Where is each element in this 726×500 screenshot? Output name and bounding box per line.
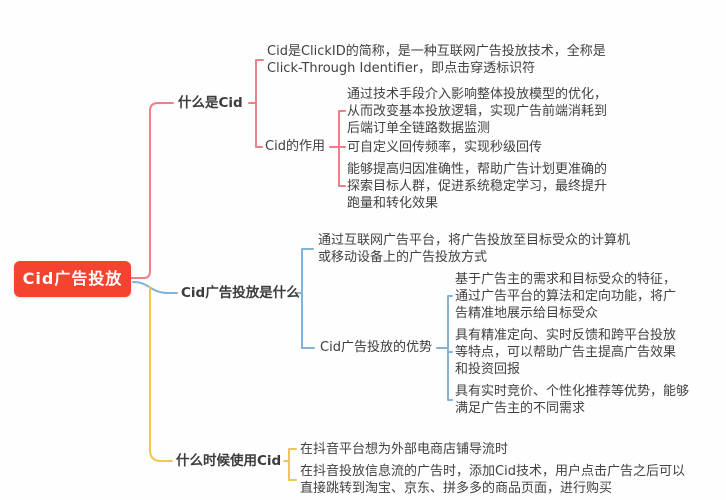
connector-root-to-branch2 <box>132 281 178 294</box>
branch-when-to-use-cid[interactable]: 什么时候使用Cid <box>176 453 282 469</box>
leaf-cid-role-2[interactable]: 可自定义回传频率，实现秒级回传 <box>347 140 543 155</box>
leaf-cid-role-3[interactable]: 能够提高归因准确性，帮助广告计划更准确的 探索目标人群，促进系统稳定学习，最终提… <box>347 162 608 211</box>
leaf-advantage-1[interactable]: 基于广告主的需求和目标受众的特征， 通过广告平台的算法和定向功能，将广 告精准地… <box>455 272 677 321</box>
leaf-when-to-use-1[interactable]: 在抖音平台想为外部电商店铺导流时 <box>300 442 509 457</box>
leaf-cid-advertising-definition[interactable]: 通过互联网广告平台，将广告投放至目标受众的计算机 或移动设备上的广告投放方式 <box>318 233 631 265</box>
root-node[interactable]: Cid广告投放 <box>14 261 131 297</box>
bracket-branch3-children <box>283 448 297 481</box>
bracket-branch1-children <box>248 59 264 148</box>
leaf-cid-definition[interactable]: Cid是ClickID的简称，是一种互联网广告投放技术，全称是 Click-Th… <box>267 44 606 76</box>
leaf-cid-role-1[interactable]: 通过技术手段介入影响整体投放模型的优化， 从而改变基本投放逻辑，实现广告前端消耗… <box>347 87 608 136</box>
leaf-when-to-use-2[interactable]: 在抖音投放信息流的广告时，添加Cid技术，用户点击广告之后可以 直接跳转到淘宝、… <box>300 464 685 496</box>
bracket-branch2-children <box>295 248 315 349</box>
leaf-advantage-2[interactable]: 具有精准定向、实时反馈和跨平台投放 等特点，可以帮助广告主提高广告效果 和投资回… <box>455 328 677 377</box>
leaf-advantage-3[interactable]: 具有实时竞价、个性化推荐等优势，能够 满足广告主的不同需求 <box>455 384 690 416</box>
bracket-advantages-children <box>436 295 453 401</box>
node-cid-role[interactable]: Cid的作用 <box>265 139 325 154</box>
connector-root-to-branch3 <box>149 286 173 462</box>
connector-root-to-branch1 <box>130 102 174 279</box>
node-cid-advertising-advantages[interactable]: Cid广告投放的优势 <box>320 340 432 355</box>
branch-what-is-cid-advertising[interactable]: Cid广告投放是什么 <box>181 285 300 301</box>
bracket-cid-role-children <box>329 110 346 187</box>
branch-what-is-cid[interactable]: 什么是Cid <box>178 95 243 111</box>
